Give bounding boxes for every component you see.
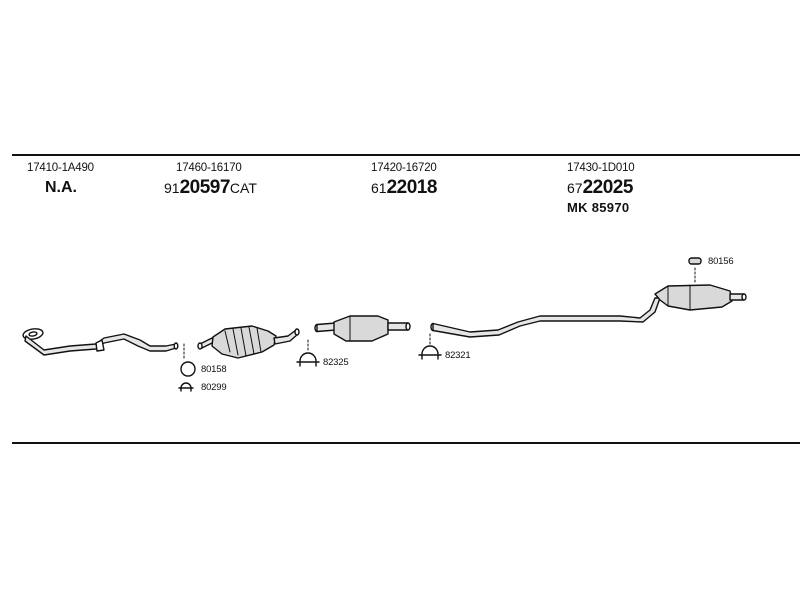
accessory-80299-label: 80299 [201, 382, 227, 393]
middle-silencer-icon [314, 315, 411, 342]
mounting-kit-label: MK 85970 [567, 200, 630, 215]
top-divider [12, 154, 800, 156]
accessory-82325-label: 82325 [323, 357, 349, 368]
rear-silencer-icon [430, 284, 747, 338]
reference-main: 22018 [386, 177, 438, 198]
reference-suffix: CAT [229, 180, 257, 196]
oe-number: 17420-16720 [371, 162, 437, 174]
accessory-80156-label: 80156 [708, 256, 734, 267]
reference-main: 22025 [582, 177, 634, 198]
reference-prefix: 61 [371, 180, 387, 196]
front-pipe-icon [22, 328, 179, 356]
bottom-divider [12, 442, 800, 444]
reference-number: 9120597CAT [164, 178, 257, 197]
section-middle-silencer: 17420-16720 6122018 [371, 162, 437, 197]
reference-prefix: 67 [567, 180, 583, 196]
catalytic-converter-icon [197, 325, 300, 359]
hanger-icon [688, 257, 702, 285]
oe-number: 17410-1A490 [27, 162, 94, 174]
oe-number: 17430-1D010 [567, 162, 635, 174]
oe-number: 17460-16170 [176, 162, 242, 174]
accessory-82321-label: 82321 [445, 350, 471, 361]
clamp-icon [178, 382, 194, 392]
accessory-80158-label: 80158 [201, 364, 227, 375]
reference-number: 6722025 [567, 178, 635, 197]
not-available-label: N.A. [45, 179, 77, 196]
reference-main: 20597 [179, 177, 231, 198]
section-catalytic-converter: 17460-16170 9120597CAT [164, 162, 257, 197]
reference-prefix: 91 [164, 180, 180, 196]
clamp-icon [296, 352, 320, 367]
section-front-pipe: 17410-1A490 N.A. [27, 162, 94, 197]
ring-icon [180, 361, 196, 377]
reference-number: 6122018 [371, 178, 437, 197]
clamp-icon [418, 345, 442, 360]
section-rear-silencer: 17430-1D010 6722025 MK 85970 [567, 162, 635, 215]
